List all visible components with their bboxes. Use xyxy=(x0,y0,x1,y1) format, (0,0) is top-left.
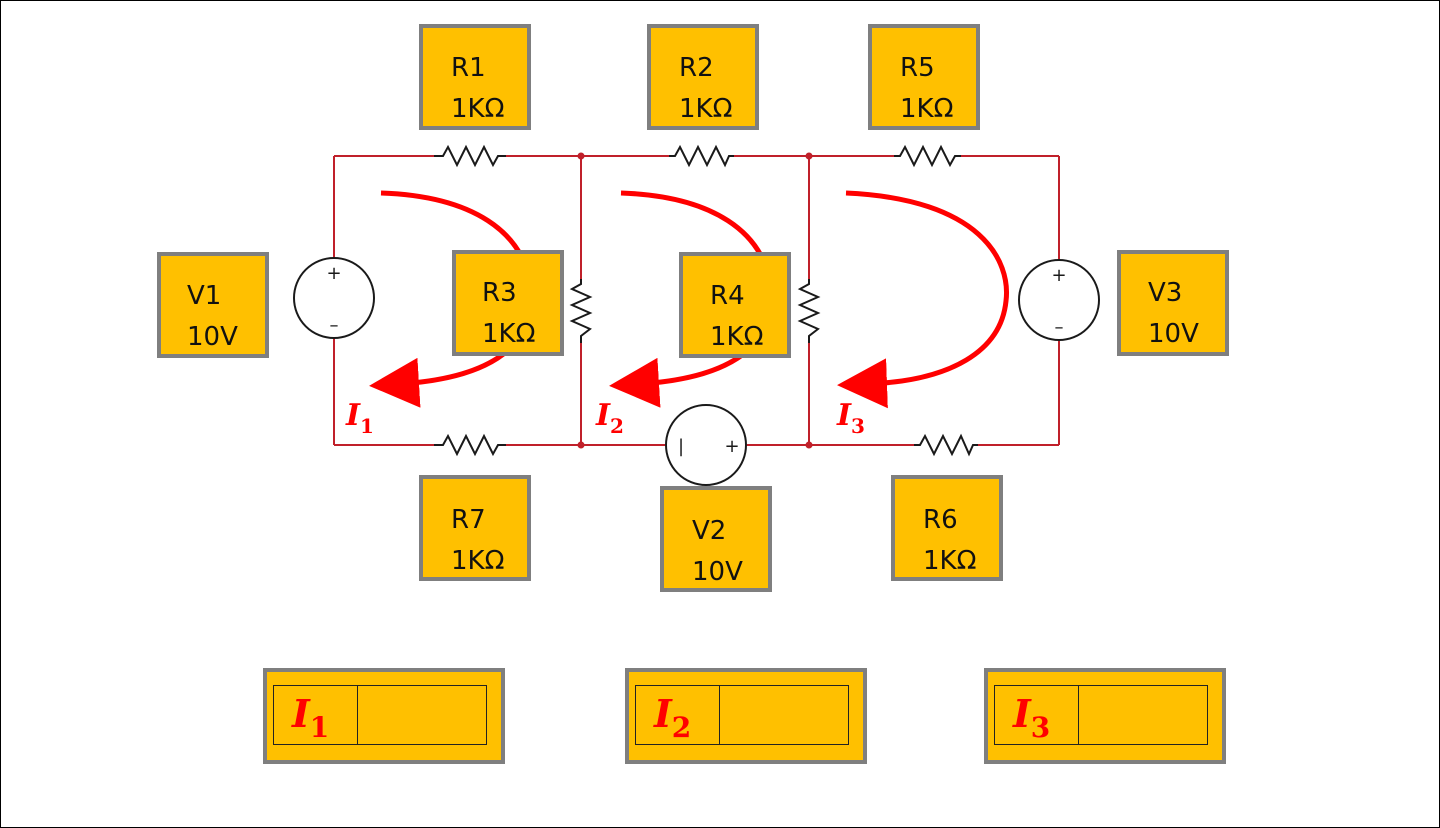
svg-text:–: – xyxy=(330,315,339,336)
resistor-r2-symbol xyxy=(669,144,734,168)
component-name: R2 xyxy=(679,53,714,83)
loop-current-label-i2: I2 xyxy=(596,398,624,438)
label-r6: R6 1KΩ xyxy=(891,475,1003,581)
answer-panel-i2: I2 xyxy=(625,668,867,764)
component-name: R5 xyxy=(900,53,935,83)
label-r7: R7 1KΩ xyxy=(419,475,531,581)
junctions xyxy=(577,152,813,449)
loop-current-label-i3: I3 xyxy=(837,398,865,438)
resistor-r5-symbol xyxy=(894,144,961,168)
label-v2: V2 10V xyxy=(660,486,772,592)
answer-input-i1[interactable] xyxy=(358,686,486,744)
answer-field-i3: I3 xyxy=(994,685,1208,745)
resistors xyxy=(434,144,978,457)
loop-arrow-i3 xyxy=(837,190,1010,409)
label-r5: R5 1KΩ xyxy=(868,24,980,130)
component-name: R7 xyxy=(451,505,486,535)
answer-panel-i3: I3 xyxy=(984,668,1226,764)
component-name: R1 xyxy=(451,53,486,83)
junction-dot xyxy=(577,152,585,160)
answer-input-i3[interactable] xyxy=(1079,686,1207,744)
resistor-r6-symbol xyxy=(914,433,978,457)
junction-dot xyxy=(805,441,813,449)
component-value: 1KΩ xyxy=(900,94,954,124)
loop-current-label-i1: I1 xyxy=(346,398,374,438)
resistor-r4-symbol xyxy=(797,279,821,343)
answer-label-i2: I2 xyxy=(636,686,720,744)
component-name: R3 xyxy=(482,278,517,308)
resistor-r7-symbol xyxy=(434,433,506,457)
junction-dot xyxy=(577,441,585,449)
component-value: 1KΩ xyxy=(679,94,733,124)
component-value: 1KΩ xyxy=(451,94,505,124)
component-value: 10V xyxy=(1148,319,1199,349)
component-value: 1KΩ xyxy=(710,322,764,352)
svg-text:+: + xyxy=(326,263,341,284)
svg-text:+: + xyxy=(724,436,739,457)
label-r4: R4 1KΩ xyxy=(679,252,791,358)
label-r2: R2 1KΩ xyxy=(647,24,759,130)
label-v3: V3 10V xyxy=(1117,250,1229,356)
label-r3: R3 1KΩ xyxy=(452,250,564,356)
answer-label-i1: I1 xyxy=(274,686,358,744)
voltage-source-v2-symbol: | + xyxy=(665,404,747,486)
answer-panel-i1: I1 xyxy=(263,668,505,764)
component-name: R6 xyxy=(923,505,958,535)
component-value: 10V xyxy=(692,557,743,587)
component-value: 1KΩ xyxy=(451,546,505,576)
answer-label-i3: I3 xyxy=(995,686,1079,744)
component-value: 1KΩ xyxy=(482,319,536,349)
svg-text:|: | xyxy=(678,436,684,457)
answer-input-i2[interactable] xyxy=(720,686,848,744)
svg-text:–: – xyxy=(1055,317,1064,338)
answer-field-i2: I2 xyxy=(635,685,849,745)
junction-dot xyxy=(805,152,813,160)
voltage-source-v3-symbol: + – xyxy=(1018,259,1100,341)
wires xyxy=(333,155,1060,446)
resistor-r1-symbol xyxy=(434,144,506,168)
component-value: 10V xyxy=(187,322,238,352)
component-value: 1KΩ xyxy=(923,546,977,576)
resistor-r3-symbol xyxy=(569,279,593,343)
label-v1: V1 10V xyxy=(157,252,269,358)
component-name: V3 xyxy=(1148,278,1183,308)
voltage-source-v1-symbol: + – xyxy=(293,257,375,339)
component-name: V2 xyxy=(692,516,727,546)
component-name: R4 xyxy=(710,281,745,311)
svg-text:+: + xyxy=(1051,265,1066,286)
answer-field-i1: I1 xyxy=(273,685,487,745)
component-name: V1 xyxy=(187,281,222,311)
label-r1: R1 1KΩ xyxy=(419,24,531,130)
